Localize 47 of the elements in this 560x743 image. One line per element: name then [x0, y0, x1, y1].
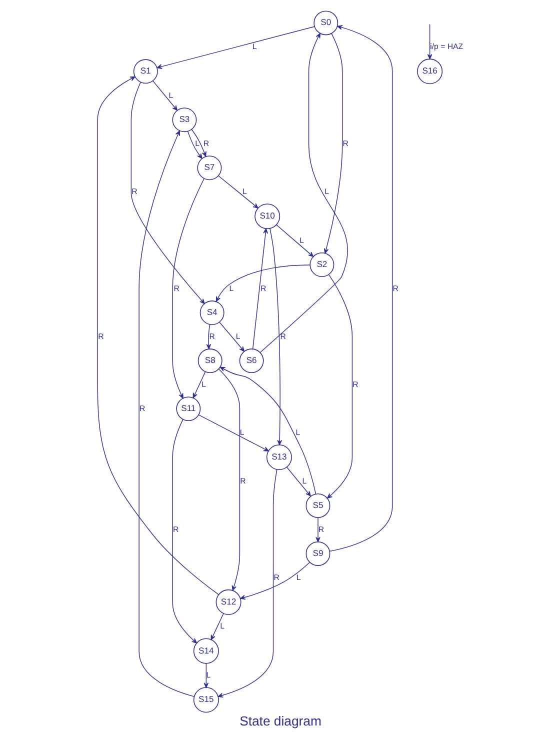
arrow [206, 324, 211, 350]
arrow [240, 562, 310, 600]
arrow [215, 264, 310, 302]
arrow [328, 25, 392, 552]
arrow [252, 228, 268, 350]
node-circle: S16 [416, 58, 442, 84]
node-circle: S14 [192, 638, 218, 664]
arrow [219, 366, 316, 494]
arrow [203, 663, 208, 688]
node-circle: S11 [176, 396, 200, 422]
arrow [190, 129, 206, 157]
arrow [323, 33, 342, 254]
node-circle: S7 [196, 156, 222, 180]
arrow [269, 228, 282, 446]
arrow [315, 517, 320, 542]
node-circle: S9 [305, 541, 330, 566]
arrow [192, 371, 206, 398]
arrow [276, 224, 314, 257]
arrow [152, 80, 178, 111]
arrow [156, 26, 314, 69]
node-circle: S12 [215, 589, 241, 615]
node-circle: S5 [305, 493, 330, 518]
node-circle: S3 [172, 108, 196, 132]
node-circle: S15 [192, 687, 218, 713]
node-circle: S4 [199, 300, 224, 325]
arrow [130, 82, 204, 304]
arrow [186, 130, 202, 159]
arrow [259, 33, 348, 353]
node-circle: S2 [309, 252, 334, 277]
arrow [218, 368, 240, 591]
arrow [286, 466, 310, 496]
arrow [96, 76, 218, 595]
arrow [172, 419, 196, 644]
node-circle: S8 [197, 348, 222, 374]
node-circle: S10 [254, 204, 280, 230]
node-circle: S1 [132, 59, 158, 84]
arrow [218, 176, 258, 208]
arrow [218, 322, 244, 352]
arrow [172, 178, 204, 399]
arrow [198, 414, 268, 452]
arrow [217, 469, 277, 698]
node-circle: S0 [313, 10, 338, 36]
arrow [138, 130, 194, 697]
node-circle: S6 [238, 348, 264, 374]
caption: State diagram [239, 713, 321, 728]
node-circle: S13 [266, 444, 292, 470]
arrow [326, 274, 352, 499]
